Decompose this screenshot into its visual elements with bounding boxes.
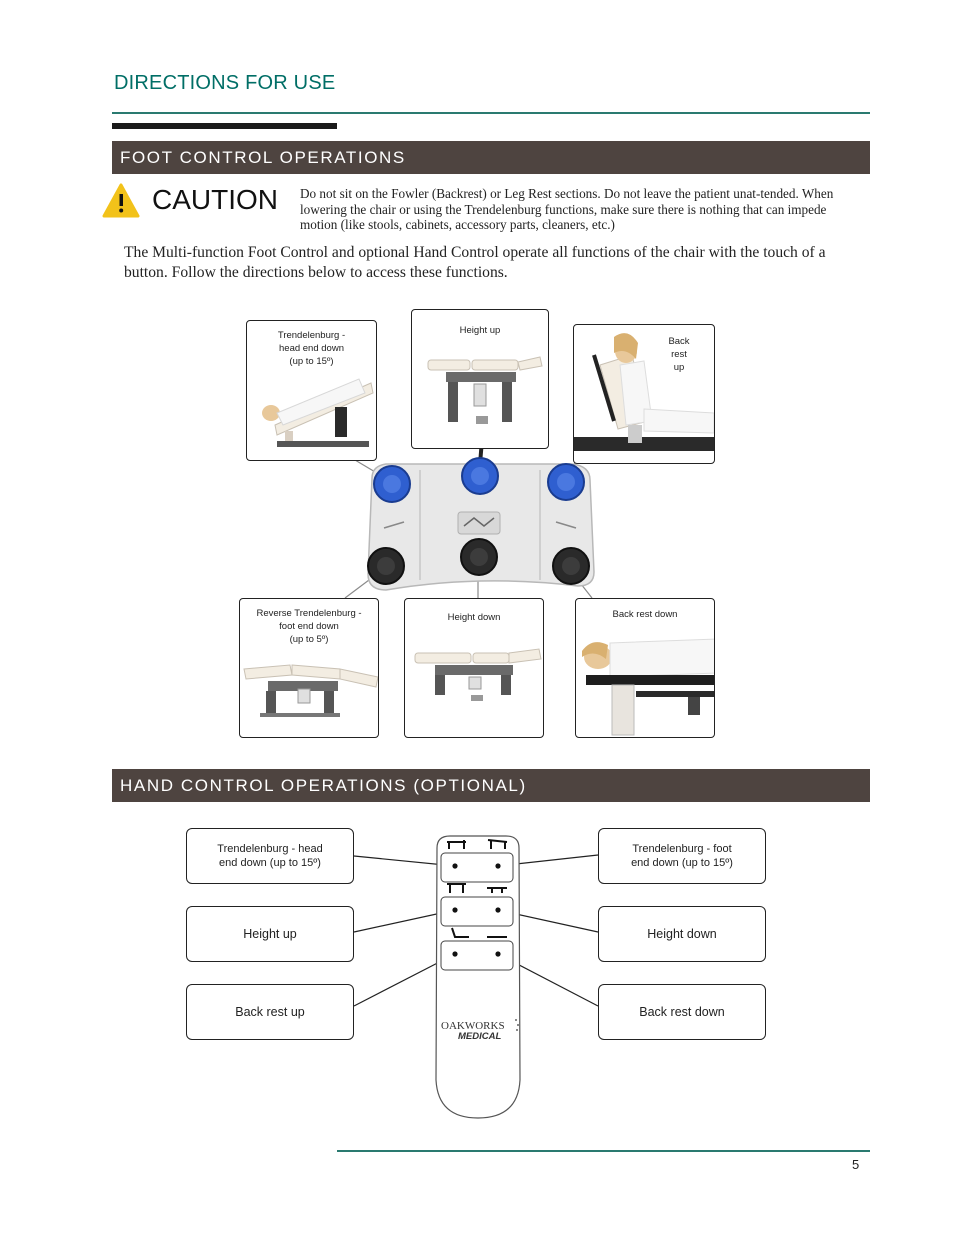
intro-text: The Multi-function Foot Control and opti…: [124, 244, 826, 281]
table-tilt-head-image: [262, 378, 374, 447]
photo-box-trend-head: Trendelenburg - head end down (up to 15º…: [246, 320, 377, 461]
label-back-up: Back rest up: [668, 336, 690, 373]
hand-label-height-down: Height down: [598, 906, 766, 962]
brand-line-2: MEDICAL: [458, 1031, 501, 1042]
section-title: DIRECTIONS FOR USE: [114, 72, 336, 94]
hand-label-back-up: Back rest up: [186, 984, 354, 1040]
black-button-right: [552, 547, 590, 585]
foot-connectors: [344, 447, 593, 599]
hand-control-remote: OAKWORKS MEDICAL: [435, 835, 521, 1119]
label-back-down: Back rest down: [612, 609, 678, 620]
header-rule: [112, 112, 870, 114]
caution-icon: [102, 183, 140, 218]
photo-box-rev-trend: Reverse Trendelenburg - foot end down (u…: [239, 598, 379, 738]
caution-text: Do not sit on the Fowler (Backrest) or L…: [300, 186, 834, 232]
patient-back-up-image: [574, 333, 714, 451]
page-number: 5: [852, 1157, 860, 1172]
black-button-left: [367, 547, 405, 585]
hand-label-trend-foot: Trendelenburg - foot end down (up to 15º…: [598, 828, 766, 884]
hand-connectors: [353, 854, 599, 1007]
label-height-down: Height down: [447, 612, 501, 623]
label-rev-trend: Reverse Trendelenburg - foot end down (u…: [256, 608, 362, 645]
photo-box-back-down: Back rest down: [575, 598, 715, 738]
hand-label-trend-head: Trendelenburg - head end down (up to 15º…: [186, 828, 354, 884]
label-height-up: Height up: [459, 325, 501, 336]
blue-button-center: [461, 457, 499, 495]
hand-label-back-down: Back rest down: [598, 984, 766, 1040]
footer-rule: [337, 1150, 870, 1152]
brand-line-1: OAKWORKS: [441, 1020, 505, 1032]
table-rev-trend-image: [243, 664, 378, 717]
patient-back-down-image: [582, 638, 714, 736]
caution-heading: CAUTION: [152, 184, 278, 215]
photo-box-back-up: Back rest up: [573, 324, 715, 464]
hand-label-height-up: Height up: [186, 906, 354, 962]
black-button-center: [460, 538, 498, 576]
header-accent-bar: [112, 123, 337, 129]
hand-control-band: HAND CONTROL OPERATIONS (OPTIONAL): [112, 769, 870, 802]
label-trend-head: Trendelenburg - head end down (up to 15º…: [277, 330, 346, 367]
table-height-down-image: [414, 648, 542, 701]
blue-button-left: [373, 465, 411, 503]
photo-box-height-down: Height down: [404, 598, 544, 738]
foot-control-pedal: [367, 439, 595, 591]
blue-button-right: [547, 463, 585, 501]
table-height-up-image: [427, 356, 543, 424]
foot-control-band: FOOT CONTROL OPERATIONS: [112, 141, 870, 174]
photo-box-height-up: Height up: [411, 309, 549, 449]
